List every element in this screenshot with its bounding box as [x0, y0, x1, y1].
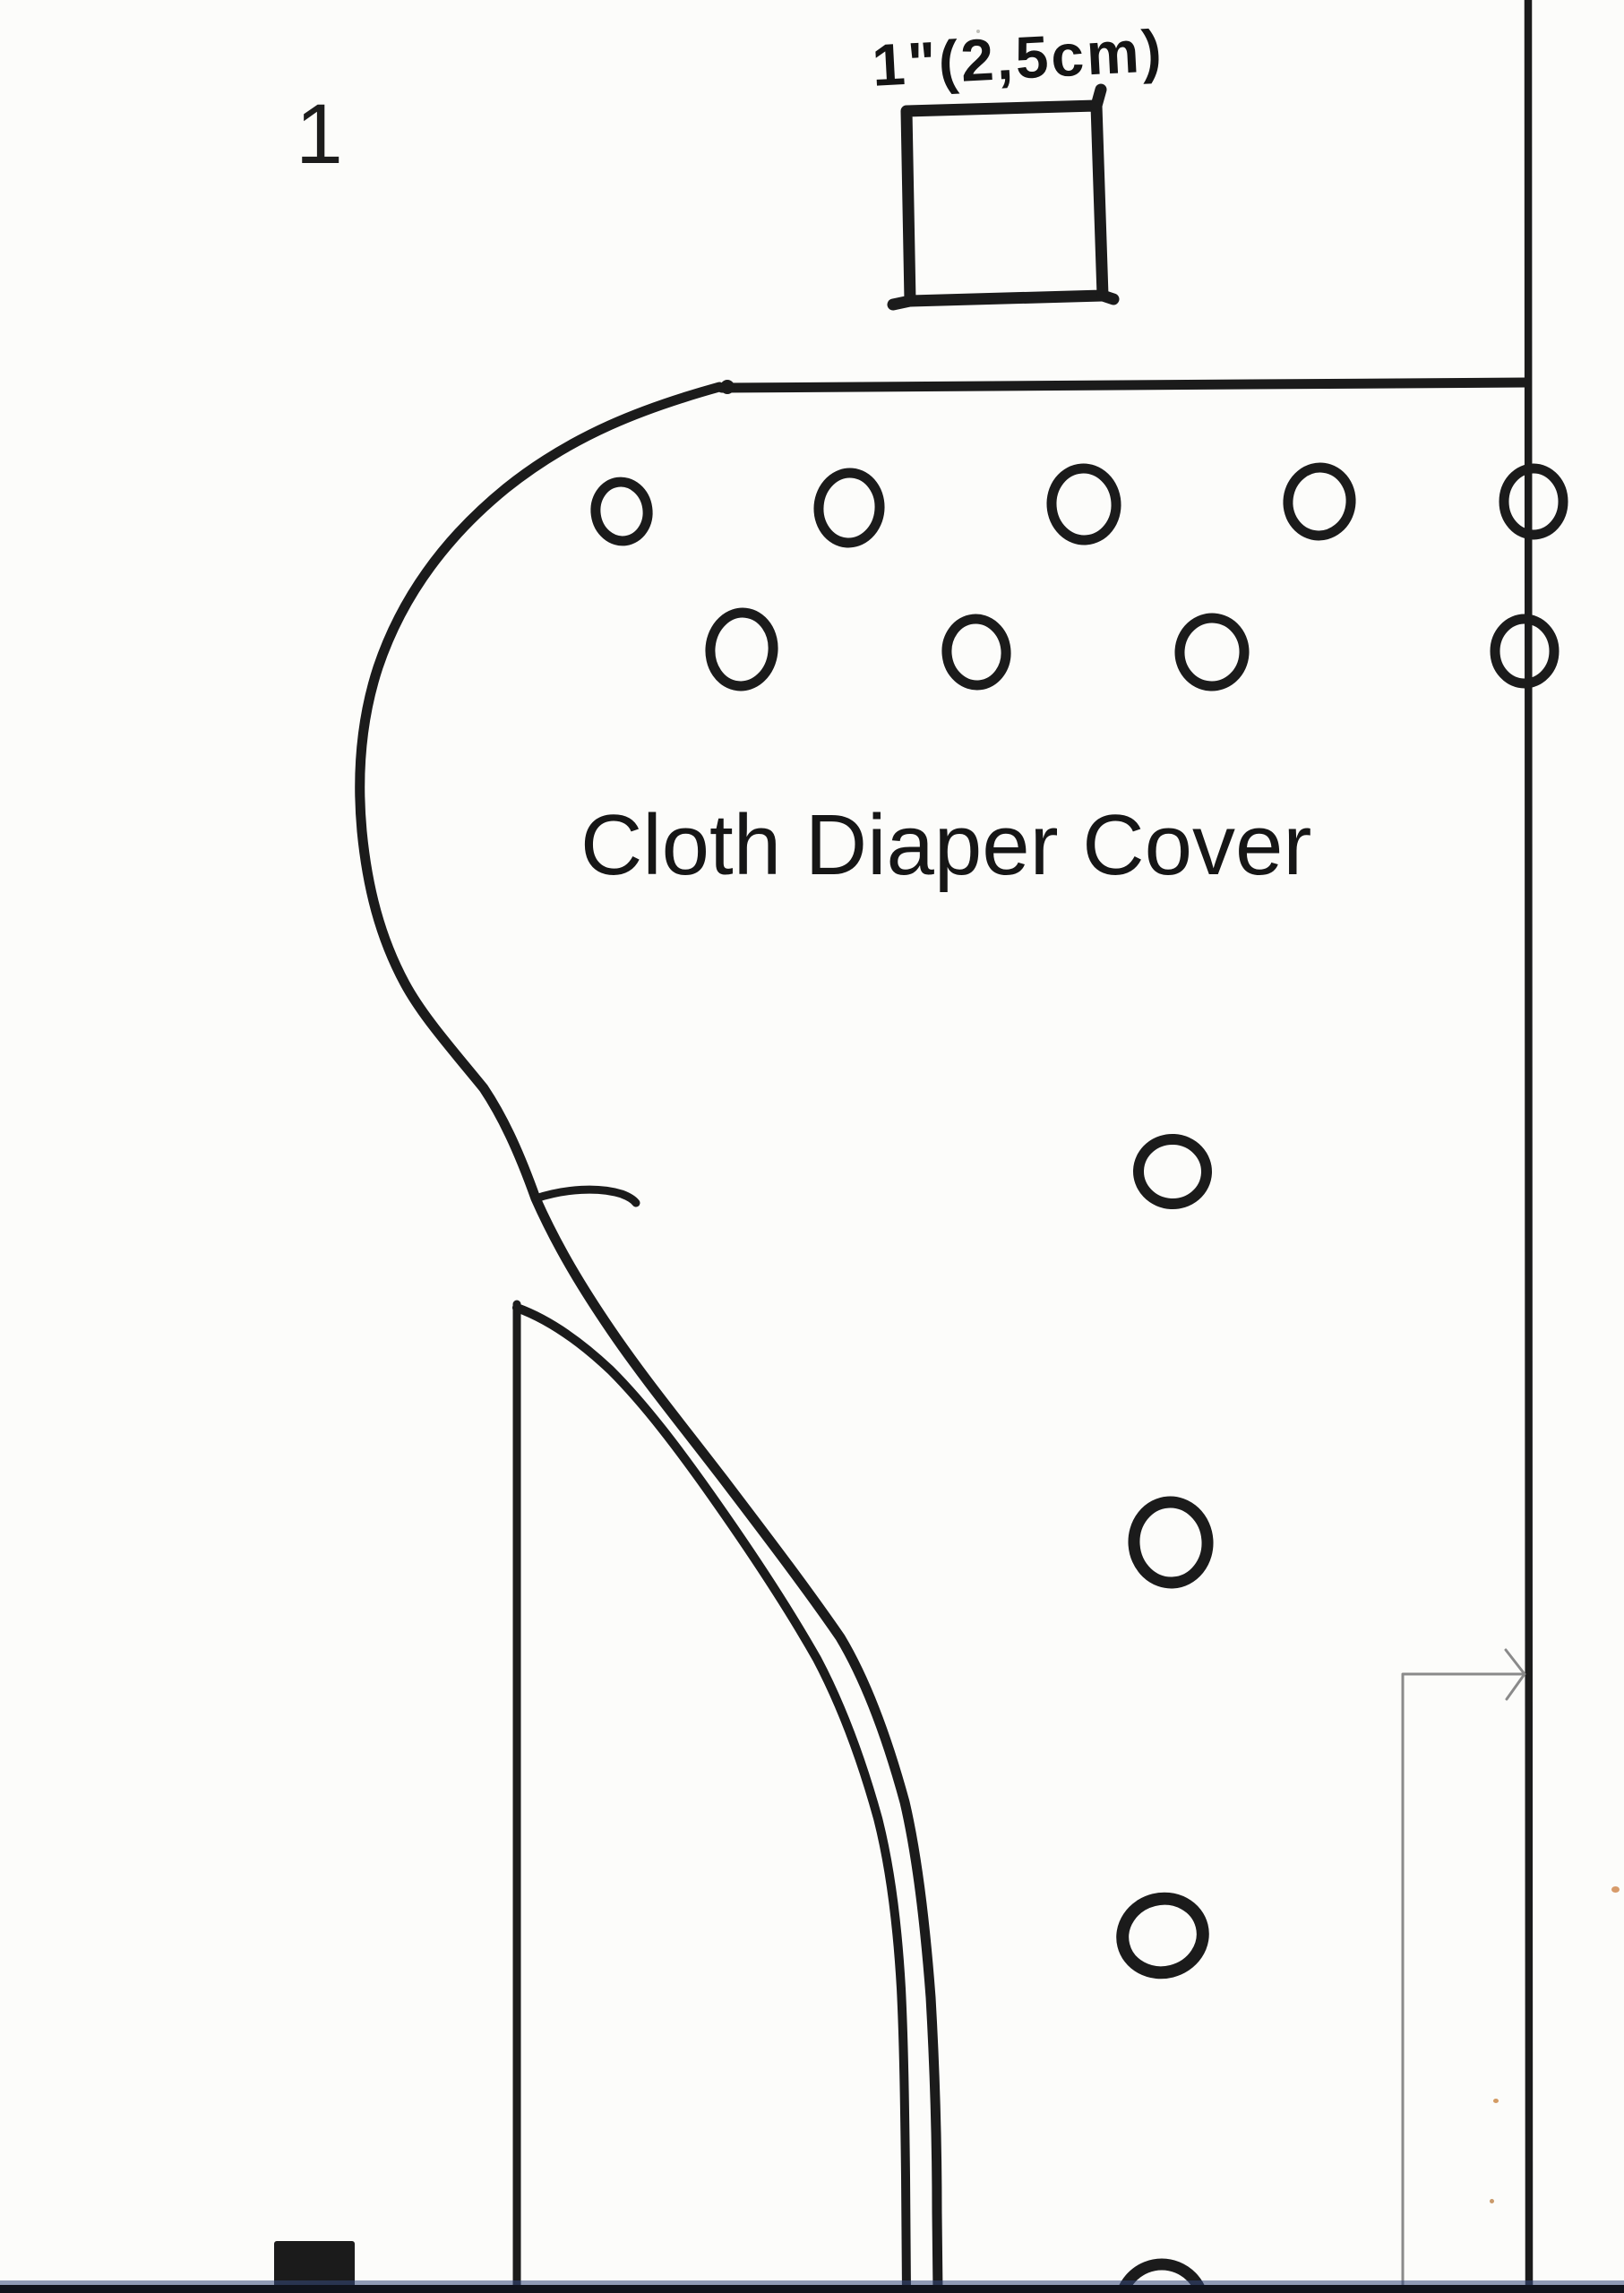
pattern-ink-lines — [355, 0, 1568, 2293]
dust-speck — [1611, 1886, 1620, 1893]
guide-arrowhead-icon — [1504, 1648, 1526, 1701]
pen-start-blob — [720, 380, 735, 394]
dust-speck — [976, 30, 980, 33]
pattern-top-edge — [717, 377, 1532, 393]
snap-hole — [590, 477, 653, 546]
page-number: 1 — [296, 87, 343, 182]
pattern-outline-outer — [355, 382, 943, 2293]
fold-line-right — [1524, 0, 1534, 2293]
snap-hole — [1046, 463, 1121, 545]
snap-holes-row-2 — [705, 607, 1560, 691]
dust-speck — [1493, 2099, 1499, 2103]
guide-annotation — [1401, 1648, 1526, 2289]
dust-speck — [1490, 2199, 1494, 2203]
scan-edge — [0, 2280, 1624, 2293]
snap-hole — [1116, 1892, 1209, 1980]
snap-hole — [1490, 614, 1560, 689]
scale-square — [887, 83, 1120, 311]
scan-edge-band — [0, 2285, 1624, 2293]
snap-hole — [1128, 1496, 1214, 1589]
scan-edge-blue-tint — [0, 2280, 1624, 2286]
scale-square-tick-top — [1090, 83, 1107, 112]
snap-hole — [813, 468, 885, 548]
guide-line — [1401, 1672, 1525, 2289]
pattern-title: Cloth Diaper Cover — [580, 797, 1312, 893]
snap-hole — [1499, 463, 1568, 540]
notch-mark — [531, 1185, 640, 1207]
snap-hole — [1133, 1133, 1212, 1210]
snap-hole — [1283, 462, 1356, 541]
snap-hole — [1174, 613, 1250, 691]
snap-hole — [705, 607, 778, 691]
snap-holes-column — [1115, 1133, 1214, 2293]
leg-casing-curve-inner — [512, 1303, 911, 2293]
registration-mark — [274, 2241, 355, 2293]
snap-hole — [1115, 2258, 1208, 2293]
scale-square-tick-left — [887, 295, 916, 311]
ink-marks — [274, 2241, 355, 2293]
snap-holes-row-1 — [590, 462, 1568, 548]
scale-square-tick-bottom — [1096, 289, 1120, 305]
snap-hole — [941, 614, 1011, 691]
scale-label: 1"(2,5cm) — [870, 16, 1166, 99]
